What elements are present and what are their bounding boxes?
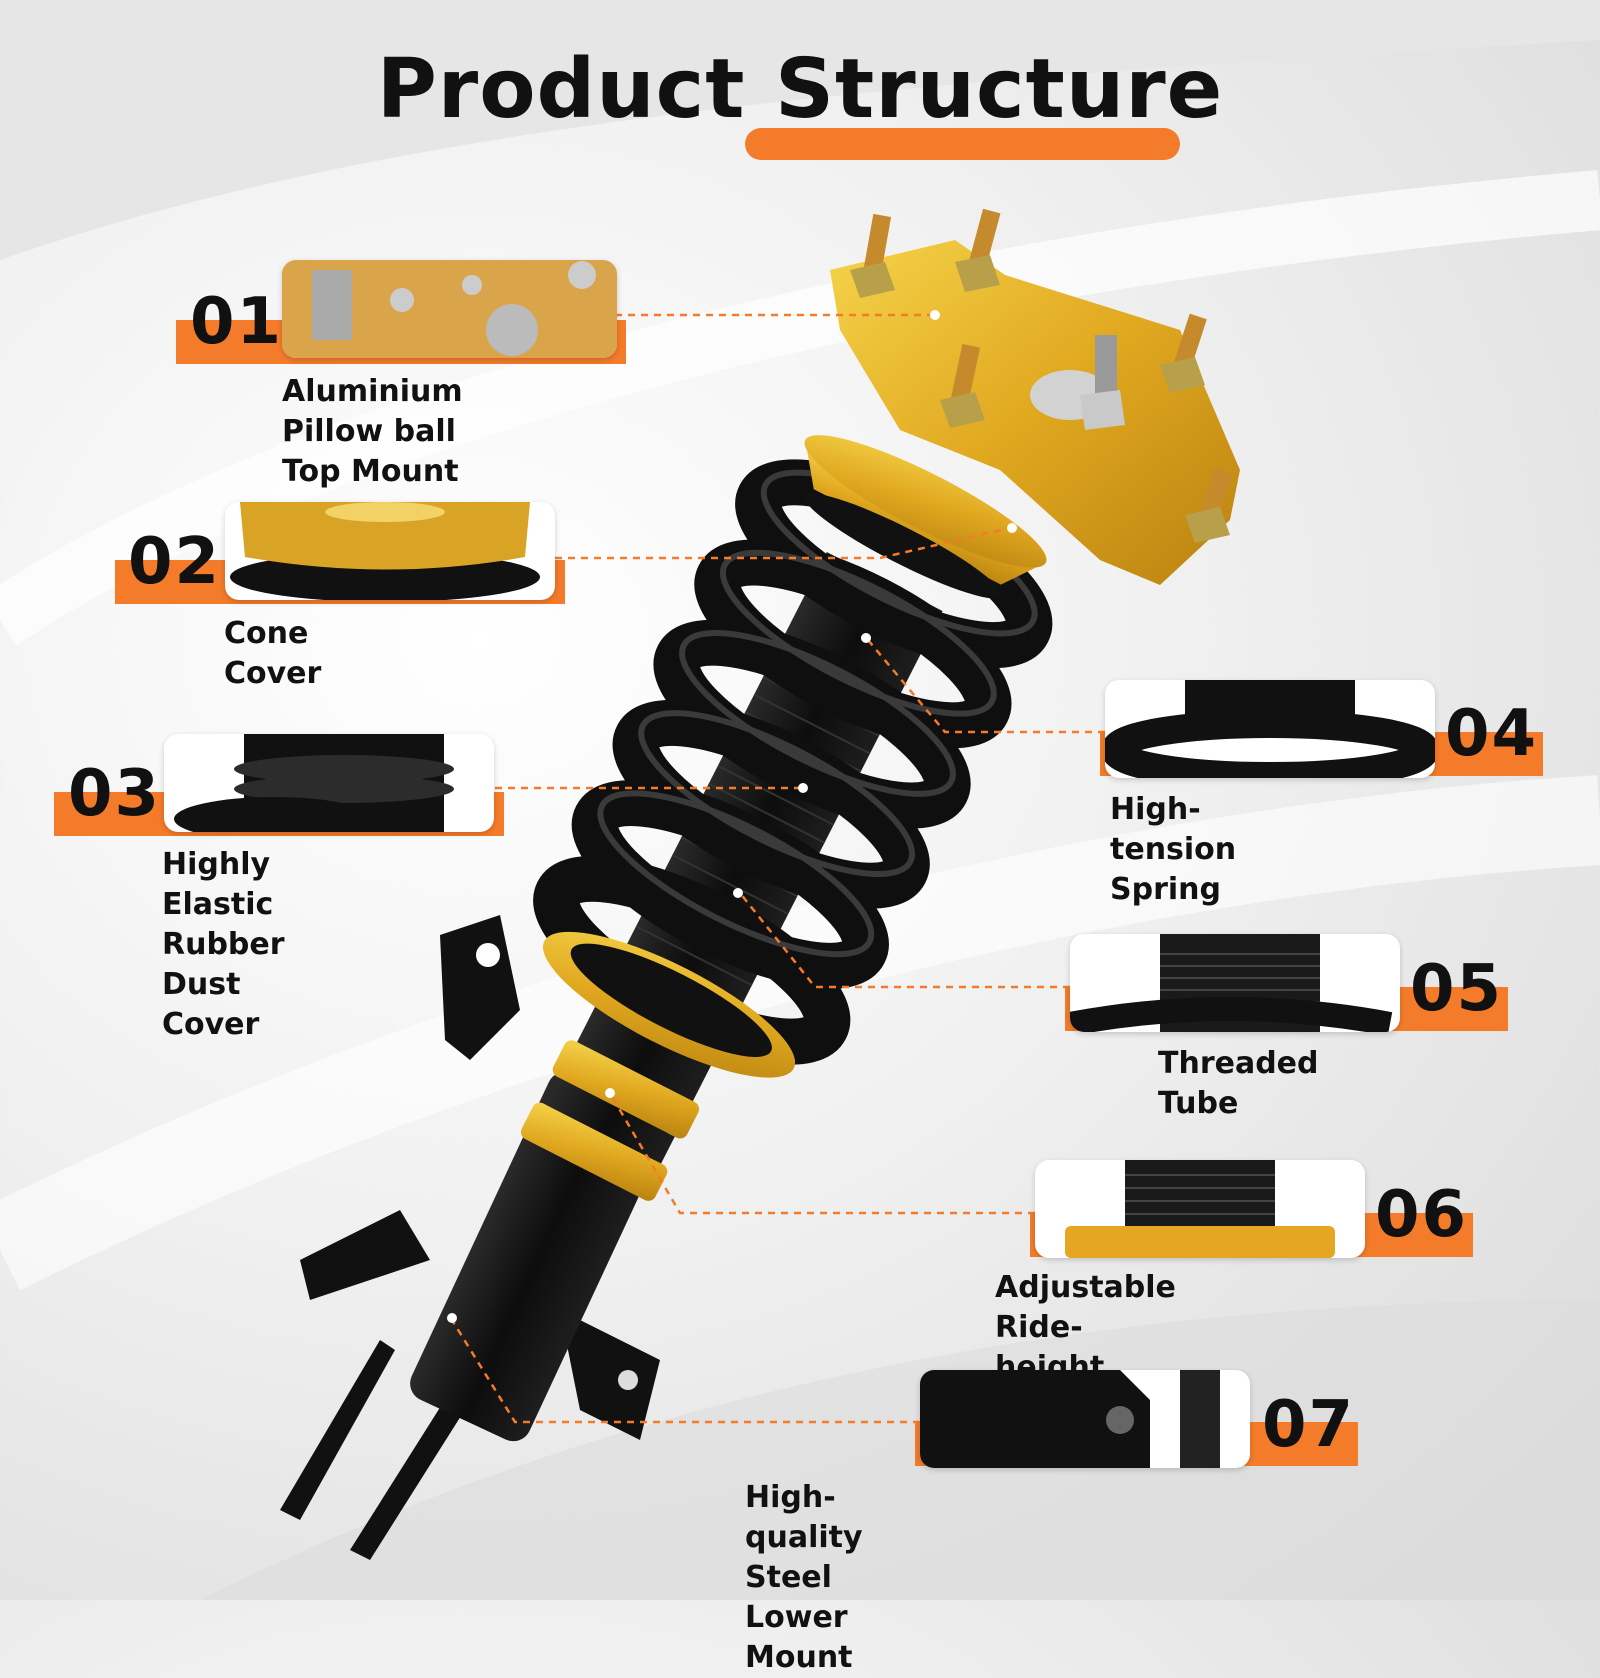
thumbnail-threaded-tube: [1070, 934, 1400, 1032]
callout-label: High-quality Steel Lower Mount: [745, 1480, 863, 1675]
callout-label: Highly Elastic Rubber Dust Cover: [162, 847, 285, 1042]
callout-number: 03: [68, 757, 162, 831]
thumbnail-dust-cover: [164, 734, 494, 832]
thumbnail-lower-mount: [920, 1370, 1250, 1468]
thumbnail-cone-cover: [225, 502, 555, 600]
top-mount-plate: [830, 208, 1240, 585]
thumbnail-spring: [1105, 680, 1435, 778]
callout-number: 07: [1262, 1388, 1356, 1462]
page-title: Product Structure: [376, 42, 1224, 137]
callout-label: Adjustable Ride-height: [995, 1270, 1176, 1385]
callout-label: Threaded Tube: [1158, 1046, 1319, 1121]
callout-number: 06: [1375, 1178, 1469, 1252]
callout-label: Cone Cover: [224, 616, 322, 691]
callout-number: 04: [1445, 697, 1539, 771]
callout-label: Aluminium Pillow ball Top Mount: [282, 374, 463, 489]
callout-label: High-tension Spring: [1110, 792, 1237, 907]
callout-number: 01: [190, 285, 284, 359]
title-block: Product Structure: [0, 40, 1600, 160]
thumbnail-ride-height: [1035, 1160, 1365, 1258]
thumbnail-top-mount: [282, 260, 617, 358]
callout-number: 02: [128, 525, 222, 599]
title-underline: [745, 128, 1180, 160]
callout-number: 05: [1410, 952, 1504, 1026]
